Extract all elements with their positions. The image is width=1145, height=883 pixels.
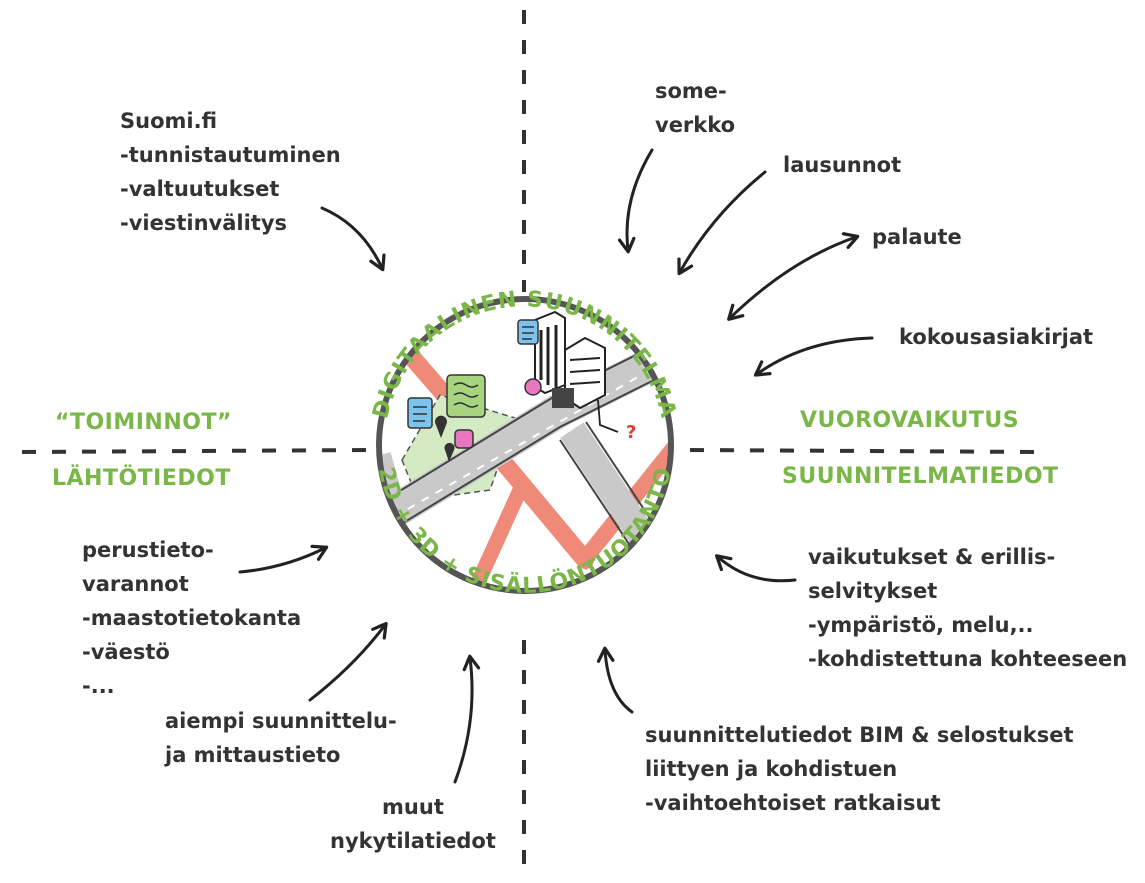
axis-lines — [21, 10, 1046, 880]
arrow-lausunnot — [677, 170, 767, 276]
arrows — [238, 148, 874, 784]
arrow-vaikutukset — [715, 554, 797, 583]
arrow-perustieto — [238, 544, 329, 574]
note-vaikutukset: vaikutukset & erillis-selvitykset-ympäri… — [808, 545, 1128, 671]
street-red-diagonal — [401, 346, 594, 569]
note-suomi-fi: Suomi.fi-tunnistautuminen-valtuutukset-v… — [120, 109, 341, 235]
pointer-arrow-icon — [597, 399, 619, 433]
note-lausunnot: lausunnot — [783, 153, 902, 177]
question-mark: ? — [626, 422, 636, 443]
horizontal-axis-left — [21, 448, 376, 454]
building-tall — [534, 310, 566, 395]
note-kokousasiakirjat: kokousasiakirjat — [899, 325, 1094, 349]
chat-bubble-blue-top — [517, 319, 539, 345]
arrow-kokous — [753, 336, 874, 377]
side-road-edge-2 — [585, 421, 660, 533]
arrow-muut — [453, 654, 481, 784]
chat-bubble-pink-top — [524, 378, 542, 396]
side-road — [560, 422, 657, 548]
chat-bubble-pink-left — [454, 429, 474, 449]
label-vuorovaikutus: VUOROVAIKUTUS — [800, 408, 1020, 433]
arrow-aiempi — [308, 621, 388, 702]
arrow-some — [617, 148, 654, 254]
arrow-suunnittelutiedot — [596, 646, 634, 714]
chat-bubble-blue-left — [407, 397, 433, 429]
label-suunnitelmatiedot: SUUNNITELMATIEDOT — [782, 464, 1059, 489]
side-road-edge-1 — [559, 439, 634, 551]
map-pin-icons — [435, 415, 455, 462]
note-some-verkko: some-verkko — [655, 79, 736, 137]
main-road-edge-2 — [381, 366, 669, 543]
horizontal-axis-right — [689, 448, 1046, 454]
label-toiminnot: “TOIMINNOT” — [55, 410, 232, 435]
note-perustietovarannot: perustieto-varannot-maastotietokanta-väe… — [82, 538, 302, 698]
map-illustration: ? — [381, 301, 669, 589]
label-lahtotiedot: LÄHTÖTIEDOT — [52, 466, 231, 491]
arrow-suomi — [320, 206, 386, 272]
building-block — [552, 336, 606, 410]
note-palaute: palaute — [872, 225, 962, 249]
chat-bubble-green — [446, 374, 486, 418]
arrow-palaute — [727, 232, 860, 321]
note-aiempi-suunnittelu: aiempi suunnittelu-ja mittaustieto — [165, 709, 397, 767]
center-circle — [376, 296, 674, 594]
